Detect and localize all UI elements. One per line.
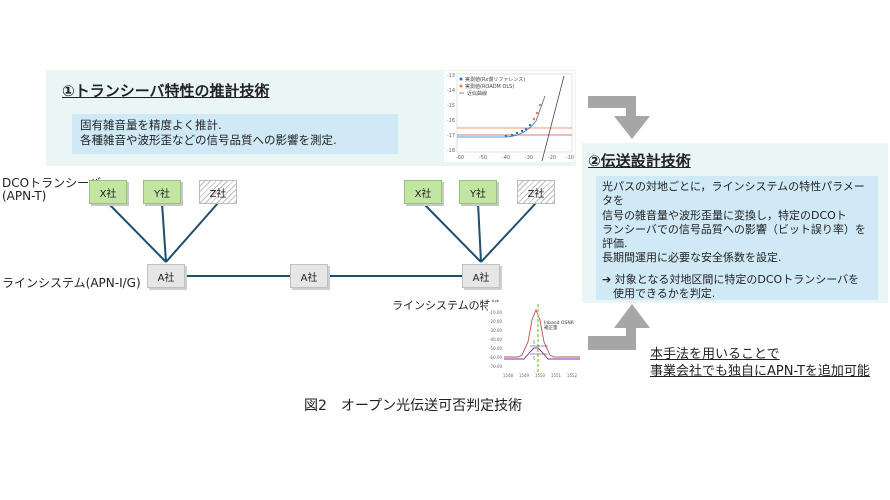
chart2-ytick: -60.00 (489, 355, 502, 360)
transceiver-line: 各種雑音や波形歪などの信号品質への影響を測定. (80, 133, 337, 147)
figure-caption: 図2 オープン光伝送可否判定技術 (304, 398, 523, 414)
node-a-left: A社 (147, 264, 185, 288)
link-y-right (477, 202, 482, 263)
line-system-chart: -10.00 -20.00 -30.00 -40.00 -50.00 -60.0… (488, 302, 584, 380)
chart1-ytick: -17 (447, 133, 455, 139)
chart1-xtick: -60 (456, 155, 464, 161)
method-note: 本手法を用いることで 事業会社でも独自にAPN-Tを追加可能 (650, 346, 870, 380)
chart2-xtick: 1552 (567, 373, 578, 378)
node-y-right: Y社 (459, 180, 497, 204)
chart1-xtick: -40 (502, 155, 510, 161)
line-system-label: ラインシステム(APN-I/G) (2, 276, 141, 290)
design-line: 光パスの対地ごとに，ラインシステムの特性パラメータを (602, 180, 865, 208)
design-line: 評価. (602, 237, 628, 251)
design-line: ランシーバでの信号品質への影響（ビット誤り率）を (602, 222, 866, 236)
chart2-xtick: 1550 (535, 373, 546, 378)
link-y-left (161, 202, 167, 263)
chart1-ytick: -13 (447, 73, 455, 79)
chart1-legend: 実測値(ROADM OLS) (465, 83, 514, 90)
transceiver-title: ①トランシーバ特性の推計技術 (62, 82, 270, 100)
link-x-right (422, 202, 482, 263)
chart2-xtick: 1548 (503, 373, 514, 378)
link-x-left (107, 202, 167, 263)
node-a-mid: A社 (290, 264, 328, 288)
node-z-right: Z社 (517, 180, 555, 204)
node-y-left: Y社 (143, 180, 181, 204)
chart2-xtick: 1549 (519, 373, 530, 378)
chart1-xtick: -30 (525, 155, 533, 161)
method-note-line: 事業会社でも独自にAPN-Tを追加可能 (650, 364, 870, 379)
transceiver-line: 固有雑音量を精度よく推計. (80, 118, 222, 132)
chart2-ytick: -70.00 (489, 364, 502, 369)
chart2-ytick: -10.00 (489, 310, 502, 315)
chart1-xtick: -20 (548, 155, 556, 161)
transceiver-chart: -13 -14 -15 -16 -17 -18 -60 -50 -40 -30 … (444, 71, 575, 162)
arrow-down-right-icon (588, 96, 650, 139)
design-line: ➔ 対象となる対地区間に特定のDCOトランシーバを (602, 272, 860, 286)
link-z-left (165, 202, 219, 263)
chart2-ytick: -30.00 (489, 328, 502, 333)
transceiver-description: 固有雑音量を精度よく推計. 各種雑音や波形歪などの信号品質への影響を測定. (72, 114, 398, 154)
chart2-xtick: 1551 (551, 373, 562, 378)
chart2-annotation: Inband OSNR (544, 320, 574, 326)
chart1-ytick: -14 (447, 88, 455, 94)
node-x-right: X社 (404, 180, 442, 204)
chart1-ytick: -15 (447, 103, 455, 109)
design-title: ②伝送設計技術 (588, 152, 691, 170)
design-line: 使用できるかを判定. (602, 287, 716, 301)
chart2-ytick: -20.00 (489, 319, 502, 324)
design-line (602, 266, 872, 273)
link-z-right (480, 202, 537, 263)
node-x-left: X社 (89, 180, 127, 204)
dco-sub-label: (APN-T) (2, 189, 47, 203)
chart1-ytick: -16 (447, 118, 455, 124)
chart1-xtick: -50 (479, 155, 487, 161)
line-char-label: ラインシステムの特性 (392, 299, 502, 312)
method-note-line: 本手法を用いることで (650, 347, 780, 362)
chart1-legend: 実測値(Rx側リファレンス) (465, 76, 525, 83)
chart2-annotation: 補正量 (544, 324, 558, 331)
chart2-ytick: -40.00 (489, 337, 502, 342)
dco-label: DCOトランシーバ (2, 176, 101, 190)
design-line: 長期間運用に必要な安全係数を設定. (602, 251, 782, 265)
design-description: 光パスの対地ごとに，ラインシステムの特性パラメータを 信号の雑音量や波形歪量に変… (596, 176, 878, 300)
chart1-xtick: -10 (566, 155, 574, 161)
node-z-left: Z社 (199, 180, 237, 204)
arrow-up-right-icon (588, 304, 650, 350)
chart2-ytick: -50.00 (489, 346, 502, 351)
node-a-right: A社 (462, 264, 500, 288)
chart1-ytick: -18 (447, 148, 455, 154)
design-line: 信号の雑音量や波形歪量に変換し，特定のDCOト (602, 208, 847, 222)
chart1-legend: 近似曲線 (467, 90, 487, 97)
